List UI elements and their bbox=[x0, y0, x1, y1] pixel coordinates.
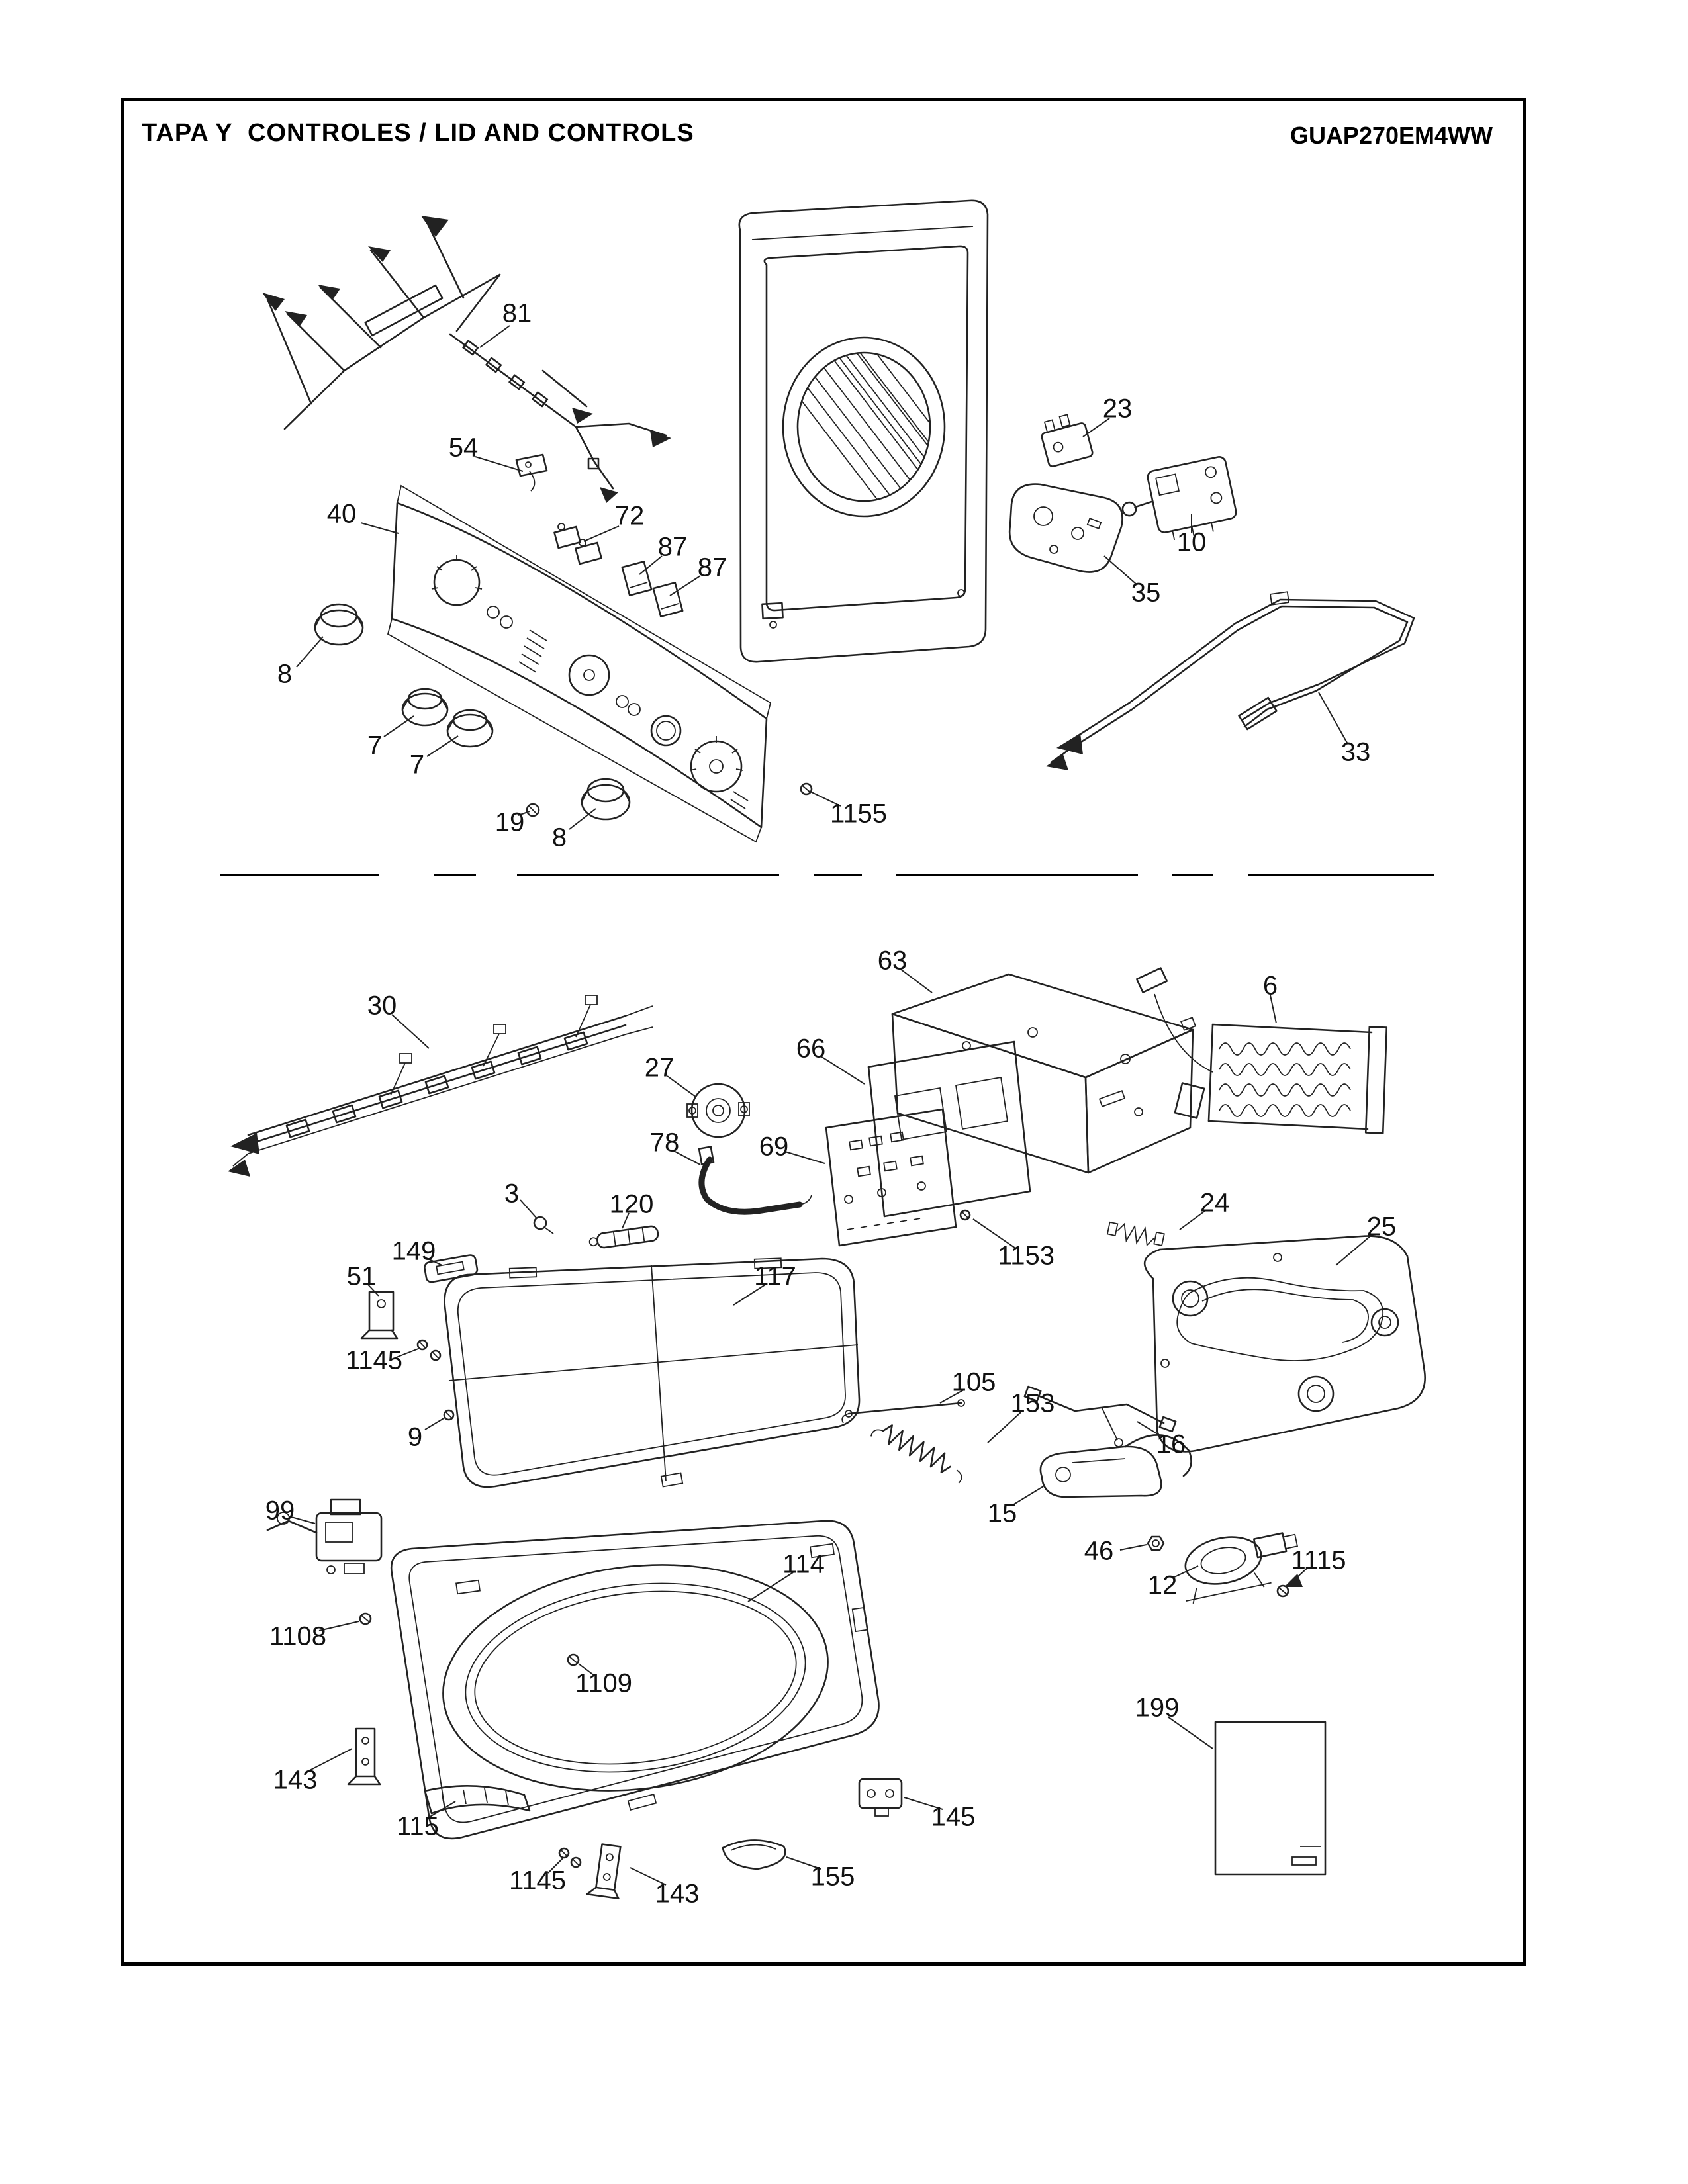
hinge-pin-120-drawing bbox=[588, 1225, 659, 1249]
lid-rod-105-drawing bbox=[841, 1399, 965, 1424]
mount-plate-35-drawing bbox=[1008, 483, 1123, 573]
screw-1153-drawing bbox=[959, 1209, 971, 1221]
timer-10-drawing bbox=[1121, 456, 1237, 541]
lid-117-drawing bbox=[444, 1257, 861, 1488]
knob-8-right-drawing bbox=[581, 778, 631, 821]
knob-7-right-drawing bbox=[446, 709, 494, 748]
switches-72-drawing bbox=[553, 523, 602, 565]
screw-19-drawing bbox=[526, 803, 540, 817]
top-panel-114-drawing bbox=[390, 1520, 880, 1840]
switch-87-right-drawing bbox=[652, 582, 684, 617]
callout-leader-lines bbox=[291, 325, 1372, 1886]
switch-87-left-drawing bbox=[621, 561, 653, 596]
wire-24-drawing bbox=[1106, 1221, 1165, 1247]
screw-3-drawing bbox=[533, 1216, 554, 1234]
wire-harness-81-drawing bbox=[262, 216, 671, 503]
wire-harness-30-drawing bbox=[228, 995, 653, 1177]
clip-54-drawing bbox=[515, 453, 548, 492]
spring-153-drawing bbox=[870, 1424, 962, 1484]
hinge-149-drawing bbox=[424, 1254, 479, 1283]
trim-115-drawing bbox=[424, 1785, 531, 1815]
console-bracket-63-drawing bbox=[891, 973, 1197, 1174]
control-panel-40-drawing bbox=[387, 484, 772, 843]
screws-1145-bottom-drawing bbox=[558, 1847, 582, 1868]
knob-8-left-drawing bbox=[314, 603, 364, 646]
screw-9-drawing bbox=[443, 1409, 455, 1421]
nut-46-drawing bbox=[1147, 1535, 1165, 1551]
screws-1145-lid-drawing bbox=[416, 1339, 442, 1361]
knob-7-left-drawing bbox=[401, 688, 449, 727]
screw-1115-drawing bbox=[1276, 1574, 1303, 1598]
gasket-panel-25-drawing bbox=[1143, 1235, 1426, 1453]
switch-23-drawing bbox=[1041, 414, 1094, 467]
heating-element-6-drawing bbox=[1135, 967, 1388, 1134]
circuit-board-69-drawing bbox=[825, 1108, 957, 1247]
screw-1108-drawing bbox=[359, 1612, 372, 1625]
lid-switch-99-drawing bbox=[266, 1498, 383, 1574]
motor-12-drawing bbox=[1184, 1532, 1298, 1604]
ground-wire-78-drawing bbox=[698, 1146, 812, 1215]
bracket-143-left-drawing bbox=[347, 1727, 381, 1786]
wire-33-drawing bbox=[1046, 591, 1415, 770]
board-frame-66-drawing bbox=[867, 1040, 1031, 1218]
bracket-143-right-drawing bbox=[586, 1843, 622, 1900]
cap-155-drawing bbox=[722, 1839, 786, 1870]
dryer-cabinet-drawing bbox=[738, 199, 989, 663]
screw-1109-drawing bbox=[567, 1653, 580, 1666]
thermostat-27-drawing bbox=[686, 1083, 750, 1138]
instruction-sheet-199-drawing bbox=[1214, 1721, 1327, 1876]
wire-16-drawing bbox=[1023, 1385, 1177, 1447]
bracket-145-drawing bbox=[858, 1778, 903, 1817]
bracket-51-drawing bbox=[360, 1291, 399, 1340]
model-number: GUAP270EM4WW bbox=[1289, 122, 1493, 149]
lever-15-drawing bbox=[1039, 1434, 1192, 1498]
page-title: TAPA Y CONTROLES / LID AND CONTROLS bbox=[142, 119, 694, 147]
screw-1155-drawing bbox=[800, 782, 813, 796]
